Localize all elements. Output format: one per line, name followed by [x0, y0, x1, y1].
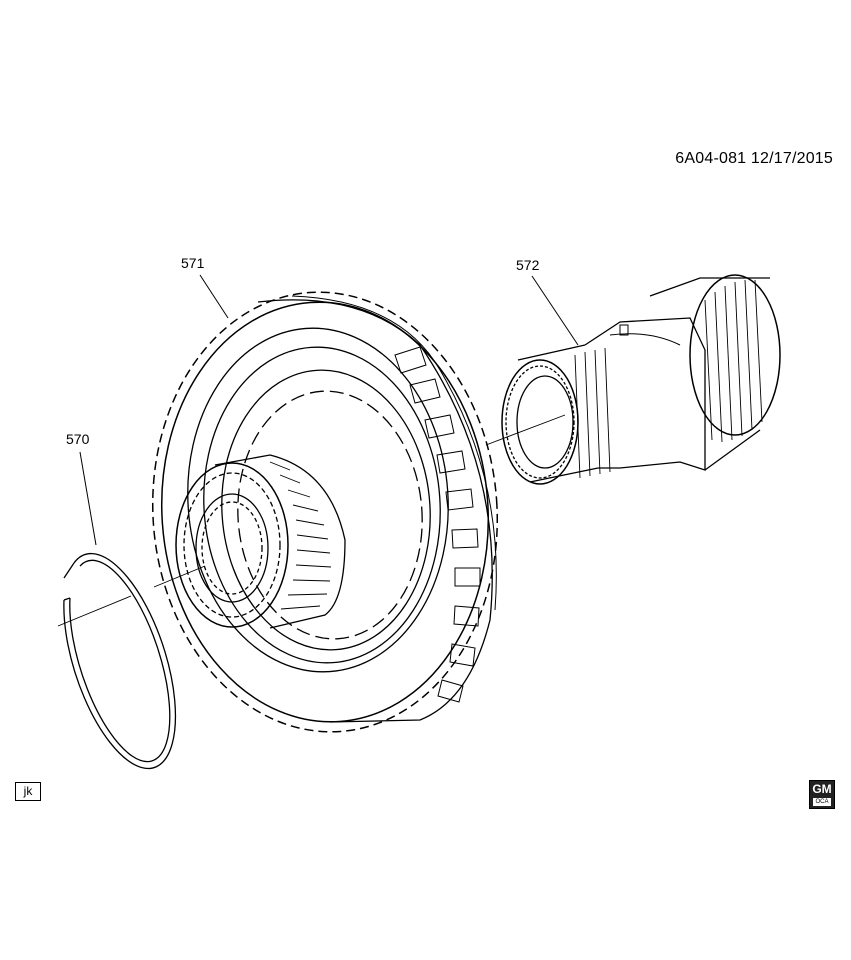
leader-572: [531, 275, 579, 346]
drawing-code: 6A04-081 12/17/2015: [675, 150, 833, 167]
leader-571: [199, 274, 229, 319]
snap-ring-570[interactable]: [63, 552, 177, 770]
callout-571: 571: [181, 255, 205, 271]
gm-logo-text: GM: [812, 782, 832, 796]
callout-570: 570: [66, 431, 90, 447]
gm-logo-icon: GM OCA: [809, 780, 835, 809]
artist-initials-box: jk: [15, 782, 41, 801]
ring-gear-571[interactable]: [138, 281, 512, 744]
shaft-572[interactable]: [501, 274, 781, 485]
leader-570: [79, 451, 97, 546]
gm-logo-subtext: OCA: [813, 798, 831, 806]
callout-572: 572: [516, 257, 540, 273]
